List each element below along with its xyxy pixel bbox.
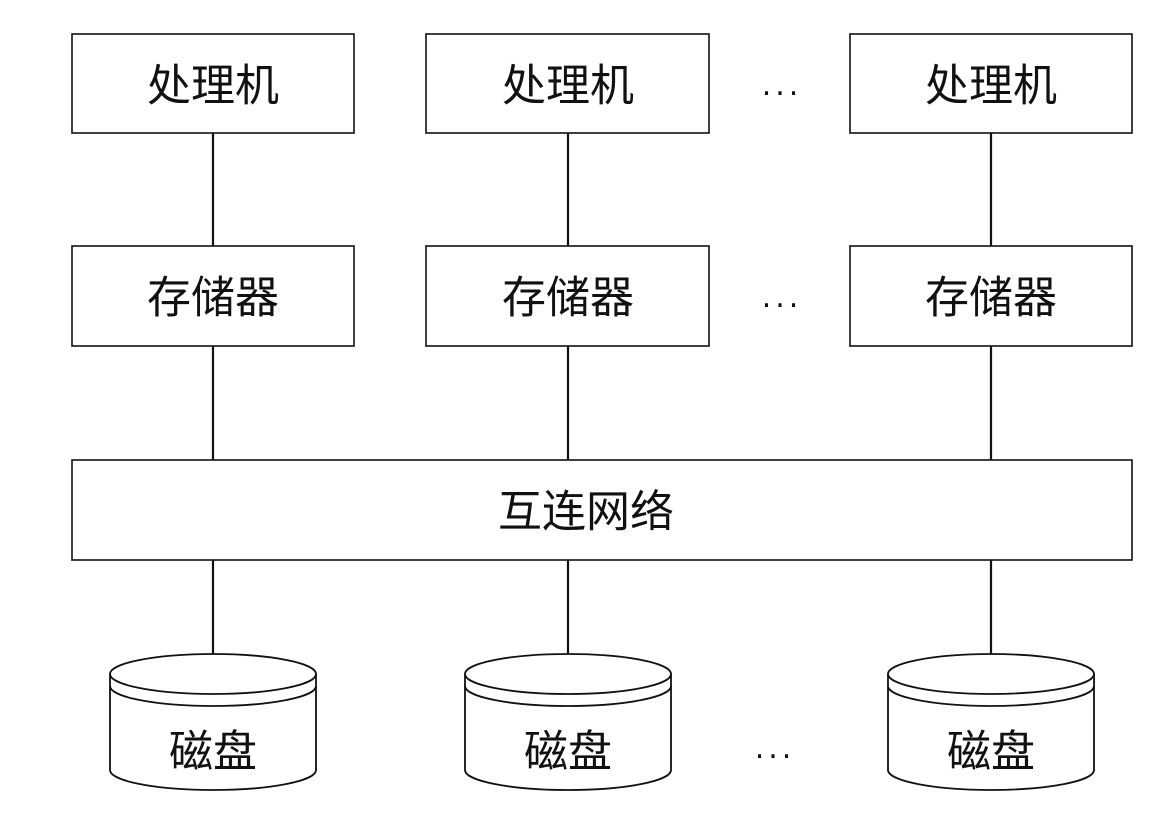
processor-label: 处理机 <box>147 61 279 112</box>
disk-node-3: 磁盘 <box>887 653 1095 791</box>
memory-label: 存储器 <box>925 273 1057 324</box>
disk-label: 磁盘 <box>524 727 612 778</box>
processor-label: 处理机 <box>502 61 634 112</box>
memory-label: 存储器 <box>502 273 634 324</box>
disk-node-1: 磁盘 <box>109 653 317 791</box>
disk-node-2: 磁盘 <box>464 653 672 791</box>
processor-node-3: 处理机 <box>849 33 1133 134</box>
interconnect-network: 互连网络 <box>71 459 1133 561</box>
network-label: 互连网络 <box>498 487 674 538</box>
disk-row-ellipsis: ··· <box>755 740 796 775</box>
disk-label: 磁盘 <box>169 727 257 778</box>
memory-row-ellipsis: ··· <box>762 289 803 324</box>
memory-node-2: 存储器 <box>425 245 710 347</box>
memory-node-1: 存储器 <box>71 245 355 347</box>
processor-label: 处理机 <box>925 61 1057 112</box>
processor-node-1: 处理机 <box>71 33 355 134</box>
disk-label: 磁盘 <box>947 727 1035 778</box>
memory-label: 存储器 <box>147 273 279 324</box>
processor-node-2: 处理机 <box>425 33 710 134</box>
memory-node-3: 存储器 <box>849 245 1133 347</box>
processor-row-ellipsis: ··· <box>762 77 803 112</box>
